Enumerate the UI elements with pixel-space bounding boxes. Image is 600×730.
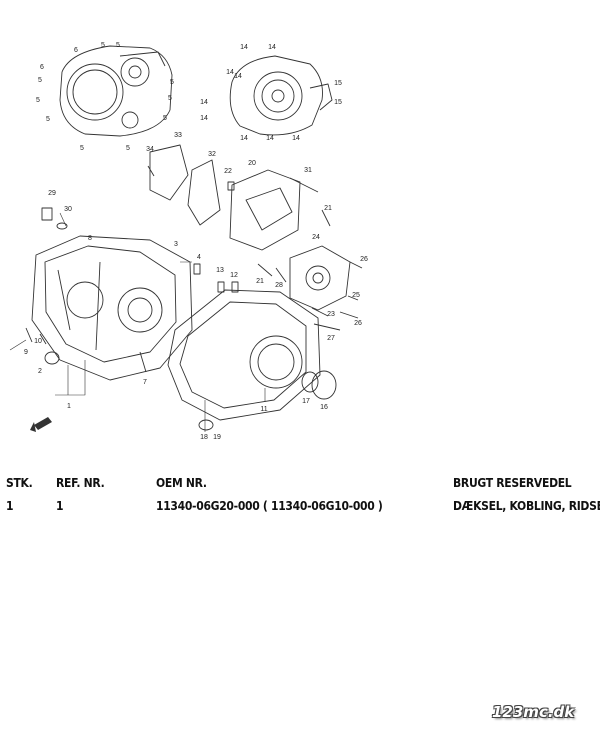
bolt-26b <box>339 311 359 319</box>
table-header-desc: BRUGT RESERVEDEL <box>453 476 572 490</box>
callout-14: 14 <box>292 135 300 142</box>
callout-24: 24 <box>312 234 320 241</box>
seal-2 <box>44 351 60 365</box>
bolt-21b <box>257 263 273 277</box>
callout-31: 31 <box>304 167 312 174</box>
callout-5: 5 <box>126 145 130 152</box>
callout-20: 20 <box>248 160 256 167</box>
table-header-oem: OEM NR. <box>156 476 207 490</box>
callout-5: 5 <box>80 145 84 152</box>
callout-23: 23 <box>327 311 335 318</box>
bolt-10 <box>39 333 47 345</box>
callout-26: 26 <box>360 256 368 263</box>
callout-28: 28 <box>275 282 283 289</box>
callout-34: 34 <box>146 146 154 153</box>
callout-5: 5 <box>46 116 50 123</box>
callout-14: 14 <box>240 135 248 142</box>
callout-25: 25 <box>352 292 360 299</box>
pump-cover-24 <box>289 245 351 311</box>
callout-6: 6 <box>40 64 44 71</box>
crankcase-cover-11 <box>167 289 321 421</box>
callout-12: 12 <box>230 272 238 279</box>
part-29 <box>41 207 53 221</box>
callout-14: 14 <box>234 73 242 80</box>
table-cell-oem: 11340-06G20-000 ( 11340-06G10-000 ) <box>156 499 383 513</box>
plug-18 <box>198 419 214 431</box>
callout-15: 15 <box>334 99 342 106</box>
callout-21: 21 <box>256 278 264 285</box>
pin-7 <box>139 351 147 373</box>
callout-22: 22 <box>224 168 232 175</box>
table-cell-qty: 1 <box>6 499 14 513</box>
callout-16: 16 <box>320 404 328 411</box>
callout-21: 21 <box>324 205 332 212</box>
dowel-22 <box>227 181 235 191</box>
callout-5: 5 <box>116 42 120 49</box>
site-watermark: 123mc.dk <box>492 703 575 721</box>
oring-30 <box>56 222 68 230</box>
bolt-28 <box>275 267 287 283</box>
bolt-31 <box>289 177 319 193</box>
callout-6: 6 <box>74 47 78 54</box>
callout-15: 15 <box>334 80 342 87</box>
gasket-33 <box>149 144 189 201</box>
callout-18: 18 <box>200 434 208 441</box>
callout-8: 8 <box>88 235 92 242</box>
callout-5: 5 <box>101 42 105 49</box>
callout-26: 26 <box>354 320 362 327</box>
callout-29: 29 <box>48 190 56 197</box>
bolt-23 <box>311 307 329 317</box>
callout-19: 19 <box>213 434 221 441</box>
callout-17: 17 <box>302 398 310 405</box>
callout-27: 27 <box>327 335 335 342</box>
leader-lines <box>9 212 266 432</box>
table-cell-ref: 1 <box>56 499 64 513</box>
callout-32: 32 <box>208 151 216 158</box>
callout-14: 14 <box>200 99 208 106</box>
generator-cover-outer <box>229 55 333 136</box>
callout-5: 5 <box>170 79 174 86</box>
callout-5: 5 <box>163 115 167 122</box>
bolt-27 <box>313 323 341 331</box>
dowel-4 <box>193 263 201 275</box>
bolt-21a <box>321 209 331 227</box>
callout-30: 30 <box>64 206 72 213</box>
callout-5: 5 <box>38 77 42 84</box>
dowel-12 <box>231 281 239 293</box>
callout-2: 2 <box>38 368 42 375</box>
callout-14: 14 <box>226 69 234 76</box>
dowel-13 <box>217 281 225 293</box>
callout-5: 5 <box>168 95 172 102</box>
callout-5: 5 <box>36 97 40 104</box>
callout-10: 10 <box>34 338 42 345</box>
clutch-cover-outer <box>59 45 173 137</box>
callout-9: 9 <box>24 349 28 356</box>
oring-17 <box>301 371 319 393</box>
table-header-ref: REF. NR. <box>56 476 105 490</box>
callout-3: 3 <box>174 241 178 248</box>
front-arrow-icon <box>30 417 52 432</box>
table-header-qty: STK. <box>6 476 33 490</box>
callout-14: 14 <box>266 135 274 142</box>
callout-4: 4 <box>197 254 201 261</box>
bolt-9 <box>25 327 33 343</box>
bolt-26a <box>349 261 363 269</box>
cap-16 <box>311 370 337 400</box>
callout-33: 33 <box>174 132 182 139</box>
table-cell-desc: DÆKSEL, KOBLING, RIDSET <box>453 499 600 513</box>
gasket-32 <box>187 159 221 226</box>
callout-11: 11 <box>260 406 267 413</box>
bolt-25 <box>347 295 359 301</box>
crankcase-left <box>31 235 193 381</box>
callout-7: 7 <box>143 379 147 386</box>
callout-14: 14 <box>240 44 248 51</box>
callout-14: 14 <box>268 44 276 51</box>
bolt-34 <box>147 165 155 177</box>
callout-14: 14 <box>200 115 208 122</box>
callout-13: 13 <box>216 267 224 274</box>
inner-cover-20 <box>229 169 301 251</box>
callout-1: 1 <box>67 403 71 410</box>
